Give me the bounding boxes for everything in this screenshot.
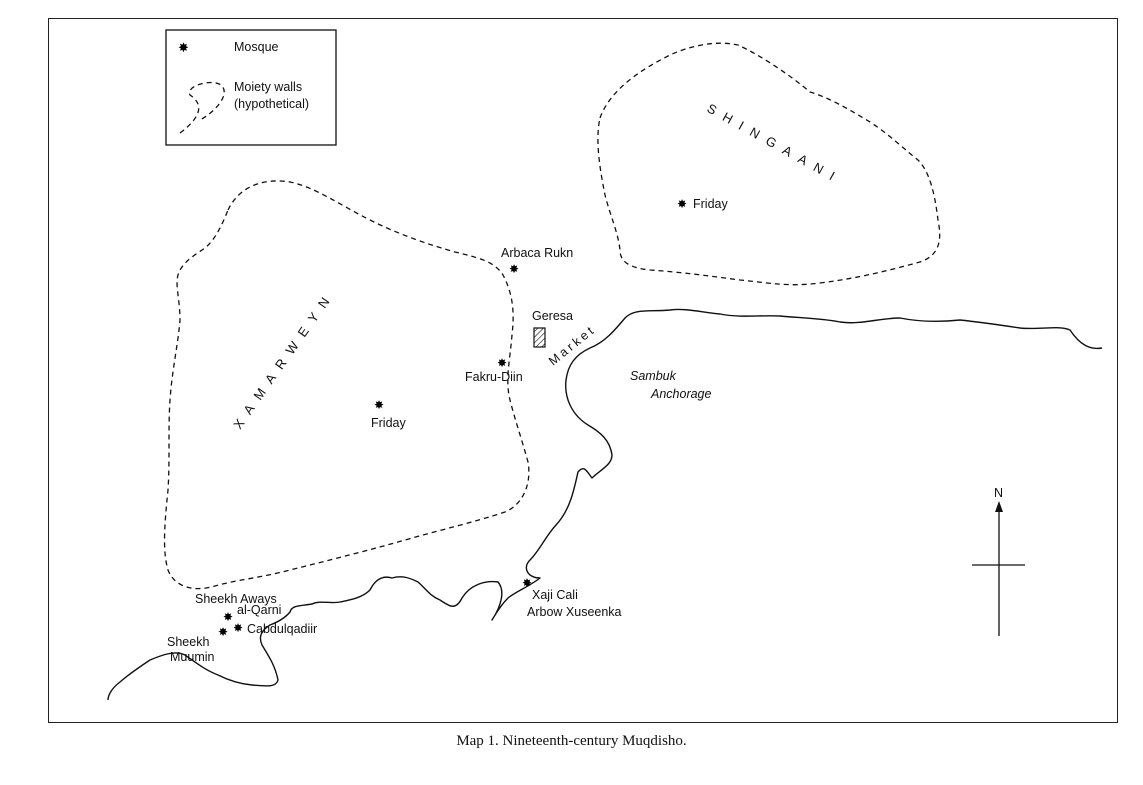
xamarweyn-wall <box>163 180 530 590</box>
mosque-icon: ✸ <box>233 621 243 635</box>
shingaani-wall <box>597 42 941 286</box>
place-cabdulqadiir: Cabdulqadiir <box>247 622 317 636</box>
place-al-qarni: al-Qarni <box>237 603 281 617</box>
north-arrow: N <box>972 486 1025 636</box>
shingaani-label: SHINGAANI <box>705 101 846 188</box>
map-caption: Map 1. Nineteenth-century Muqdisho. <box>456 733 687 749</box>
place-friday-xamarweyn: Friday <box>371 416 406 430</box>
legend-walls-sublabel: (hypothetical) <box>234 97 309 111</box>
place-sheekh-aways: Sheekh Aways <box>195 592 277 606</box>
legend: ✸ Mosque Moiety walls (hypothetical) <box>165 29 337 146</box>
coastline <box>107 308 1103 701</box>
map-frame <box>48 18 1118 723</box>
mosque-icon: ✸ <box>497 356 507 370</box>
mosque-icon: ✸ <box>178 40 189 55</box>
mosque-icon: ✸ <box>522 576 532 590</box>
legend-walls-label: Moiety walls <box>234 80 302 94</box>
place-arbaca-rukn: Arbaca Rukn <box>501 246 573 260</box>
place-arbow-xuseenka: Arbow Xuseenka <box>527 605 622 619</box>
place-sheekh: Sheekh <box>167 635 209 649</box>
mosque-icon: ✸ <box>509 262 519 276</box>
place-friday-shingaani: Friday <box>693 197 728 211</box>
place-anchorage: Anchorage <box>650 387 712 401</box>
place-fakru-diin: Fakru-Diin <box>465 370 523 384</box>
place-xaji-cali: Xaji Cali <box>532 588 578 602</box>
mosque-icon: ✸ <box>218 625 228 639</box>
legend-wall-symbol <box>179 81 225 134</box>
geresa-building <box>533 327 546 348</box>
place-sambuk: Sambuk <box>630 369 677 383</box>
mosque-icon: ✸ <box>223 610 233 624</box>
place-muumin: Muumin <box>170 650 215 664</box>
mosque-icon: ✸ <box>374 398 384 412</box>
north-label: N <box>994 486 1003 500</box>
place-geresa: Geresa <box>532 309 573 323</box>
legend-box <box>165 29 337 146</box>
mosque-icon: ✸ <box>677 197 687 211</box>
xamarweyn-label: XAMARWEYN <box>230 287 338 432</box>
legend-mosque-label: Mosque <box>234 40 279 54</box>
